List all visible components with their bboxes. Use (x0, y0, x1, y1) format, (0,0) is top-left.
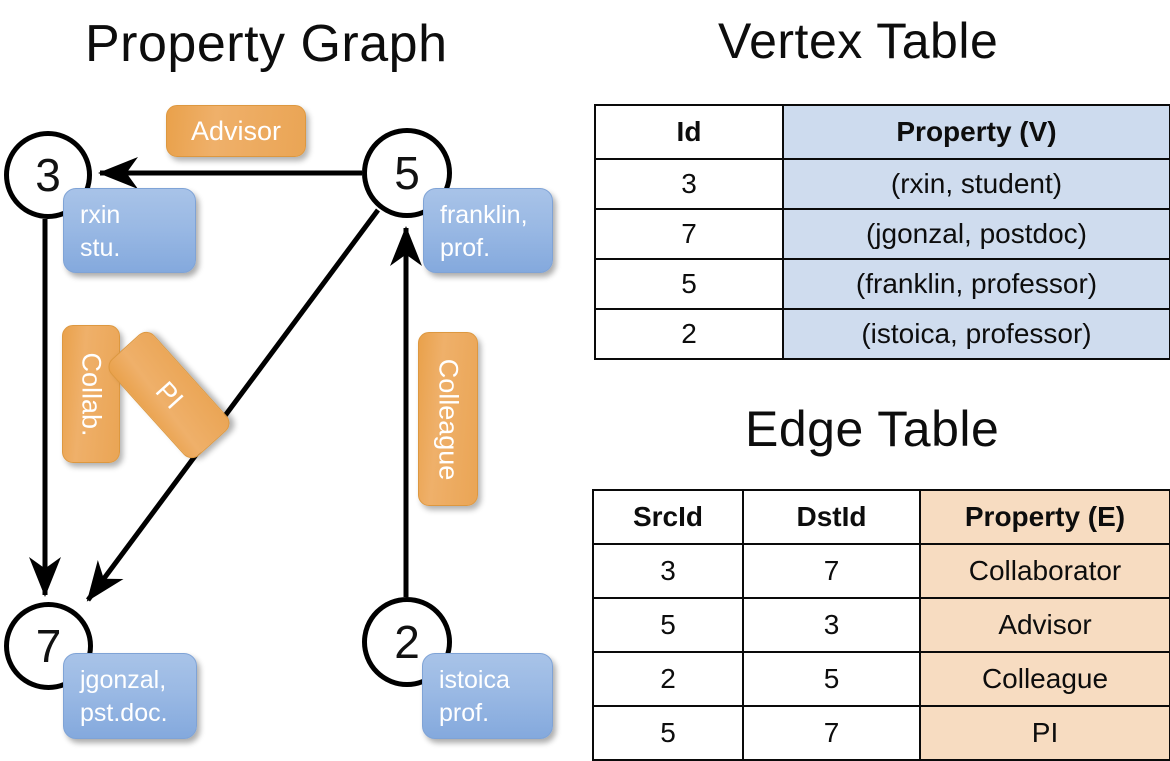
edge-label-advisor-text: Advisor (190, 115, 282, 146)
edge-table-header-dstid: DstId (742, 489, 921, 545)
page-title-property-graph: Property Graph (85, 15, 448, 73)
vertex-row-3-id: 2 (594, 308, 784, 360)
table-row[interactable]: 3 7 Collaborator (592, 543, 1170, 599)
node-property-box-7: jgonzal, pst.doc. (63, 653, 197, 739)
node-property-2-line2: prof. (439, 699, 490, 727)
node-property-3-line2: stu. (80, 234, 121, 262)
edge-table-header-srcid: SrcId (592, 489, 744, 545)
edge-row-1-src: 5 (592, 597, 744, 653)
edge-label-collaborator: Collab. (62, 325, 120, 463)
table-row[interactable]: 3 (rxin, student) (594, 158, 1170, 210)
node-property-2-line1: istoica (439, 666, 510, 694)
graph-edges-svg (29, 157, 422, 602)
node-property-7-line2: pst.doc. (80, 699, 168, 727)
table-row[interactable]: 5 (franklin, professor) (594, 258, 1170, 310)
edge-row-0-src: 3 (592, 543, 744, 599)
page-title-vertex-table: Vertex Table (718, 13, 999, 69)
vertex-row-2-id: 5 (594, 258, 784, 310)
edge-row-1-property: Advisor (919, 597, 1170, 653)
vertex-row-0-property: (rxin, student) (782, 158, 1170, 210)
edge-label-pi-text: PI (149, 375, 190, 415)
edge-label-colleague-text: Colleague (433, 358, 464, 480)
edge-row-2-property: Colleague (919, 651, 1170, 707)
edge-table-header-row: SrcId DstId Property (E) (592, 489, 1170, 545)
edge-table-header-property: Property (E) (919, 489, 1170, 545)
edge-row-3-property: PI (919, 705, 1170, 761)
graph-node-2-id: 2 (394, 616, 420, 668)
vertex-table-header-id: Id (594, 104, 784, 160)
vertex-table: Id Property (V) 3 (rxin, student) 7 (jgo… (594, 104, 1170, 360)
graph-node-3-id: 3 (35, 149, 61, 201)
node-property-5-line2: prof. (440, 234, 491, 262)
node-property-5-line1: franklin, (440, 201, 528, 229)
table-row[interactable]: 5 3 Advisor (592, 597, 1170, 653)
vertex-table-header-row: Id Property (V) (594, 104, 1170, 160)
vertex-row-0-id: 3 (594, 158, 784, 210)
table-row[interactable]: 2 5 Colleague (592, 651, 1170, 707)
edge-table: SrcId DstId Property (E) 3 7 Collaborato… (592, 489, 1170, 761)
node-property-box-3: rxin stu. (63, 188, 196, 273)
table-row[interactable]: 5 7 PI (592, 705, 1170, 761)
edge-row-2-src: 2 (592, 651, 744, 707)
edge-row-3-dst: 7 (742, 705, 921, 761)
page-title-edge-table: Edge Table (745, 401, 1000, 457)
edge-label-collaborator-text: Collab. (76, 351, 107, 437)
graph-node-5[interactable]: 5 (362, 128, 452, 218)
vertex-row-3-property: (istoica, professor) (782, 308, 1170, 360)
edge-label-colleague: Colleague (418, 332, 478, 506)
property-graph-panel: Property Graph Advisor Collab. PI (0, 0, 585, 760)
node-property-3-line1: rxin (80, 201, 121, 229)
edge-label-advisor: Advisor (166, 105, 306, 157)
edge-row-1-dst: 3 (742, 597, 921, 653)
graph-node-2[interactable]: 2 (362, 597, 452, 687)
vertex-row-2-property: (franklin, professor) (782, 258, 1170, 310)
edge-row-0-property: Collaborator (919, 543, 1170, 599)
node-property-box-2: istoica prof. (422, 653, 553, 739)
table-row[interactable]: 2 (istoica, professor) (594, 308, 1170, 360)
graph-node-7-id: 7 (35, 620, 62, 672)
table-row[interactable]: 7 (jgonzal, postdoc) (594, 208, 1170, 260)
edge-5-to-7 (85, 208, 381, 602)
edge-row-3-src: 5 (592, 705, 744, 761)
node-property-7-line1: jgonzal, (80, 666, 167, 694)
edge-row-0-dst: 7 (742, 543, 921, 599)
vertex-row-1-property: (jgonzal, postdoc) (782, 208, 1170, 260)
vertex-row-1-id: 7 (594, 208, 784, 260)
edge-row-2-dst: 5 (742, 651, 921, 707)
vertex-table-header-property: Property (V) (782, 104, 1170, 160)
node-property-box-5: franklin, prof. (423, 188, 553, 273)
graph-node-5-id: 5 (394, 147, 420, 199)
